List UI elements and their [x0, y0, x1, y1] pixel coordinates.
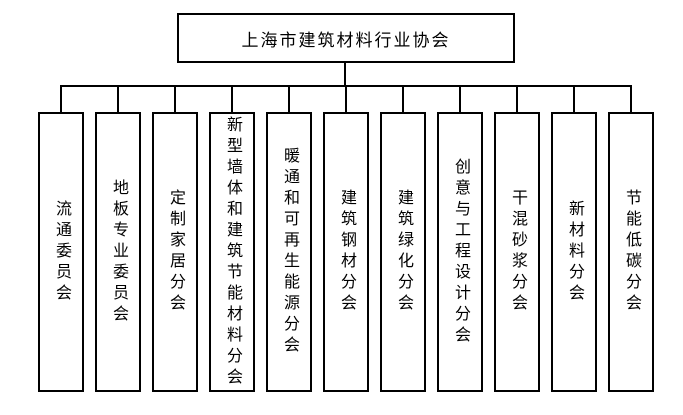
- branch-drop-connector: [573, 86, 575, 113]
- branch-node-box: 流通委员会: [38, 112, 84, 392]
- branch-node-box: 新材料分会: [551, 112, 597, 392]
- branch-drop-connector: [459, 86, 461, 113]
- branch-node-label: 节能低碳分会: [623, 189, 640, 315]
- branch-drop-connector: [345, 86, 347, 113]
- branch-node-label: 定制家居分会: [167, 189, 184, 315]
- branch-node-box: 新型墙体和建筑节能材料分会: [209, 112, 255, 392]
- branch-drop-connector: [60, 86, 62, 113]
- branch-drop-connector: [231, 86, 233, 113]
- branch-node-label: 暖通和可再生能源分会: [281, 147, 298, 357]
- branch-node-label: 地板专业委员会: [110, 178, 127, 326]
- branch-node-label: 流通委员会: [53, 199, 70, 305]
- branch-node-label: 新型墙体和建筑节能材料分会: [224, 115, 241, 389]
- root-stem-connector: [344, 62, 346, 87]
- branch-node-label: 新材料分会: [566, 199, 583, 305]
- branch-drop-connector: [117, 86, 119, 113]
- branch-drop-connector: [288, 86, 290, 113]
- branch-node-box: 干混砂浆分会: [494, 112, 540, 392]
- branch-node-box: 建筑钢材分会: [323, 112, 369, 392]
- branch-node-box: 节能低碳分会: [608, 112, 654, 392]
- branch-drop-connector: [174, 86, 176, 113]
- branch-node-box: 定制家居分会: [152, 112, 198, 392]
- branch-node-label: 干混砂浆分会: [509, 189, 526, 315]
- branch-node-label: 创意与工程设计分会: [452, 157, 469, 347]
- branch-node-label: 建筑钢材分会: [338, 189, 355, 315]
- branch-node-box: 创意与工程设计分会: [437, 112, 483, 392]
- branch-drop-connector: [516, 86, 518, 113]
- branch-node-box: 地板专业委员会: [95, 112, 141, 392]
- branch-row: 流通委员会 地板专业委员会 定制家居分会 新型墙体和建筑节能材料分会 暖通和可再…: [38, 112, 654, 392]
- branch-node-label: 建筑绿化分会: [395, 189, 412, 315]
- branch-node-box: 暖通和可再生能源分会: [266, 112, 312, 392]
- branch-drop-connector: [630, 86, 632, 113]
- root-node-box: 上海市建筑材料行业协会: [177, 13, 515, 63]
- branch-drop-connector: [402, 86, 404, 113]
- branch-node-box: 建筑绿化分会: [380, 112, 426, 392]
- root-node-label: 上海市建筑材料行业协会: [241, 30, 451, 50]
